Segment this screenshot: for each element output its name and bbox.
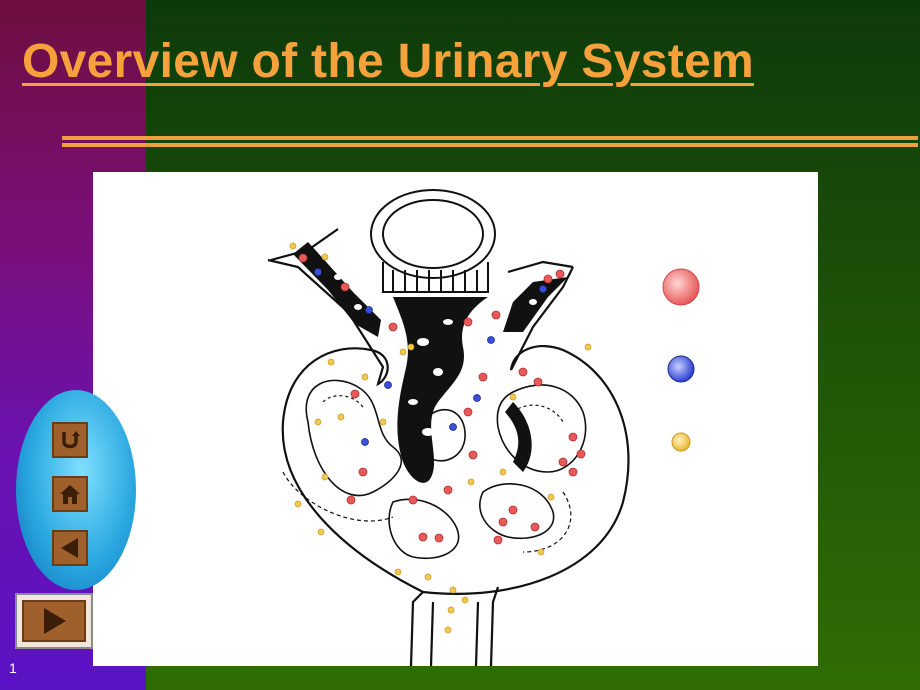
slide-title: Overview of the Urinary System — [22, 35, 754, 88]
tubule-cross-section — [370, 189, 496, 279]
home-button[interactable] — [52, 476, 88, 512]
red-blood-cell-icon — [662, 268, 700, 306]
next-button[interactable] — [15, 593, 93, 649]
capillary-loop-outline — [305, 379, 402, 497]
glomerulus-diagram — [93, 172, 818, 666]
return-button[interactable] — [52, 422, 88, 458]
previous-icon — [61, 538, 78, 558]
blue-cells — [314, 268, 547, 446]
title-divider — [62, 136, 918, 147]
blue-cell-icon — [667, 355, 695, 383]
home-icon — [60, 485, 80, 504]
red-blood-cells — [298, 253, 586, 545]
yellow-particles — [289, 242, 592, 634]
slide-number: 1 — [9, 660, 17, 676]
next-icon — [44, 608, 66, 634]
vascular-pole — [393, 297, 488, 483]
glomerulus-illustration — [267, 189, 700, 666]
previous-button[interactable] — [52, 530, 88, 566]
yellow-particle-icon — [671, 432, 691, 452]
next-button-face — [22, 600, 86, 642]
return-icon — [62, 431, 80, 449]
